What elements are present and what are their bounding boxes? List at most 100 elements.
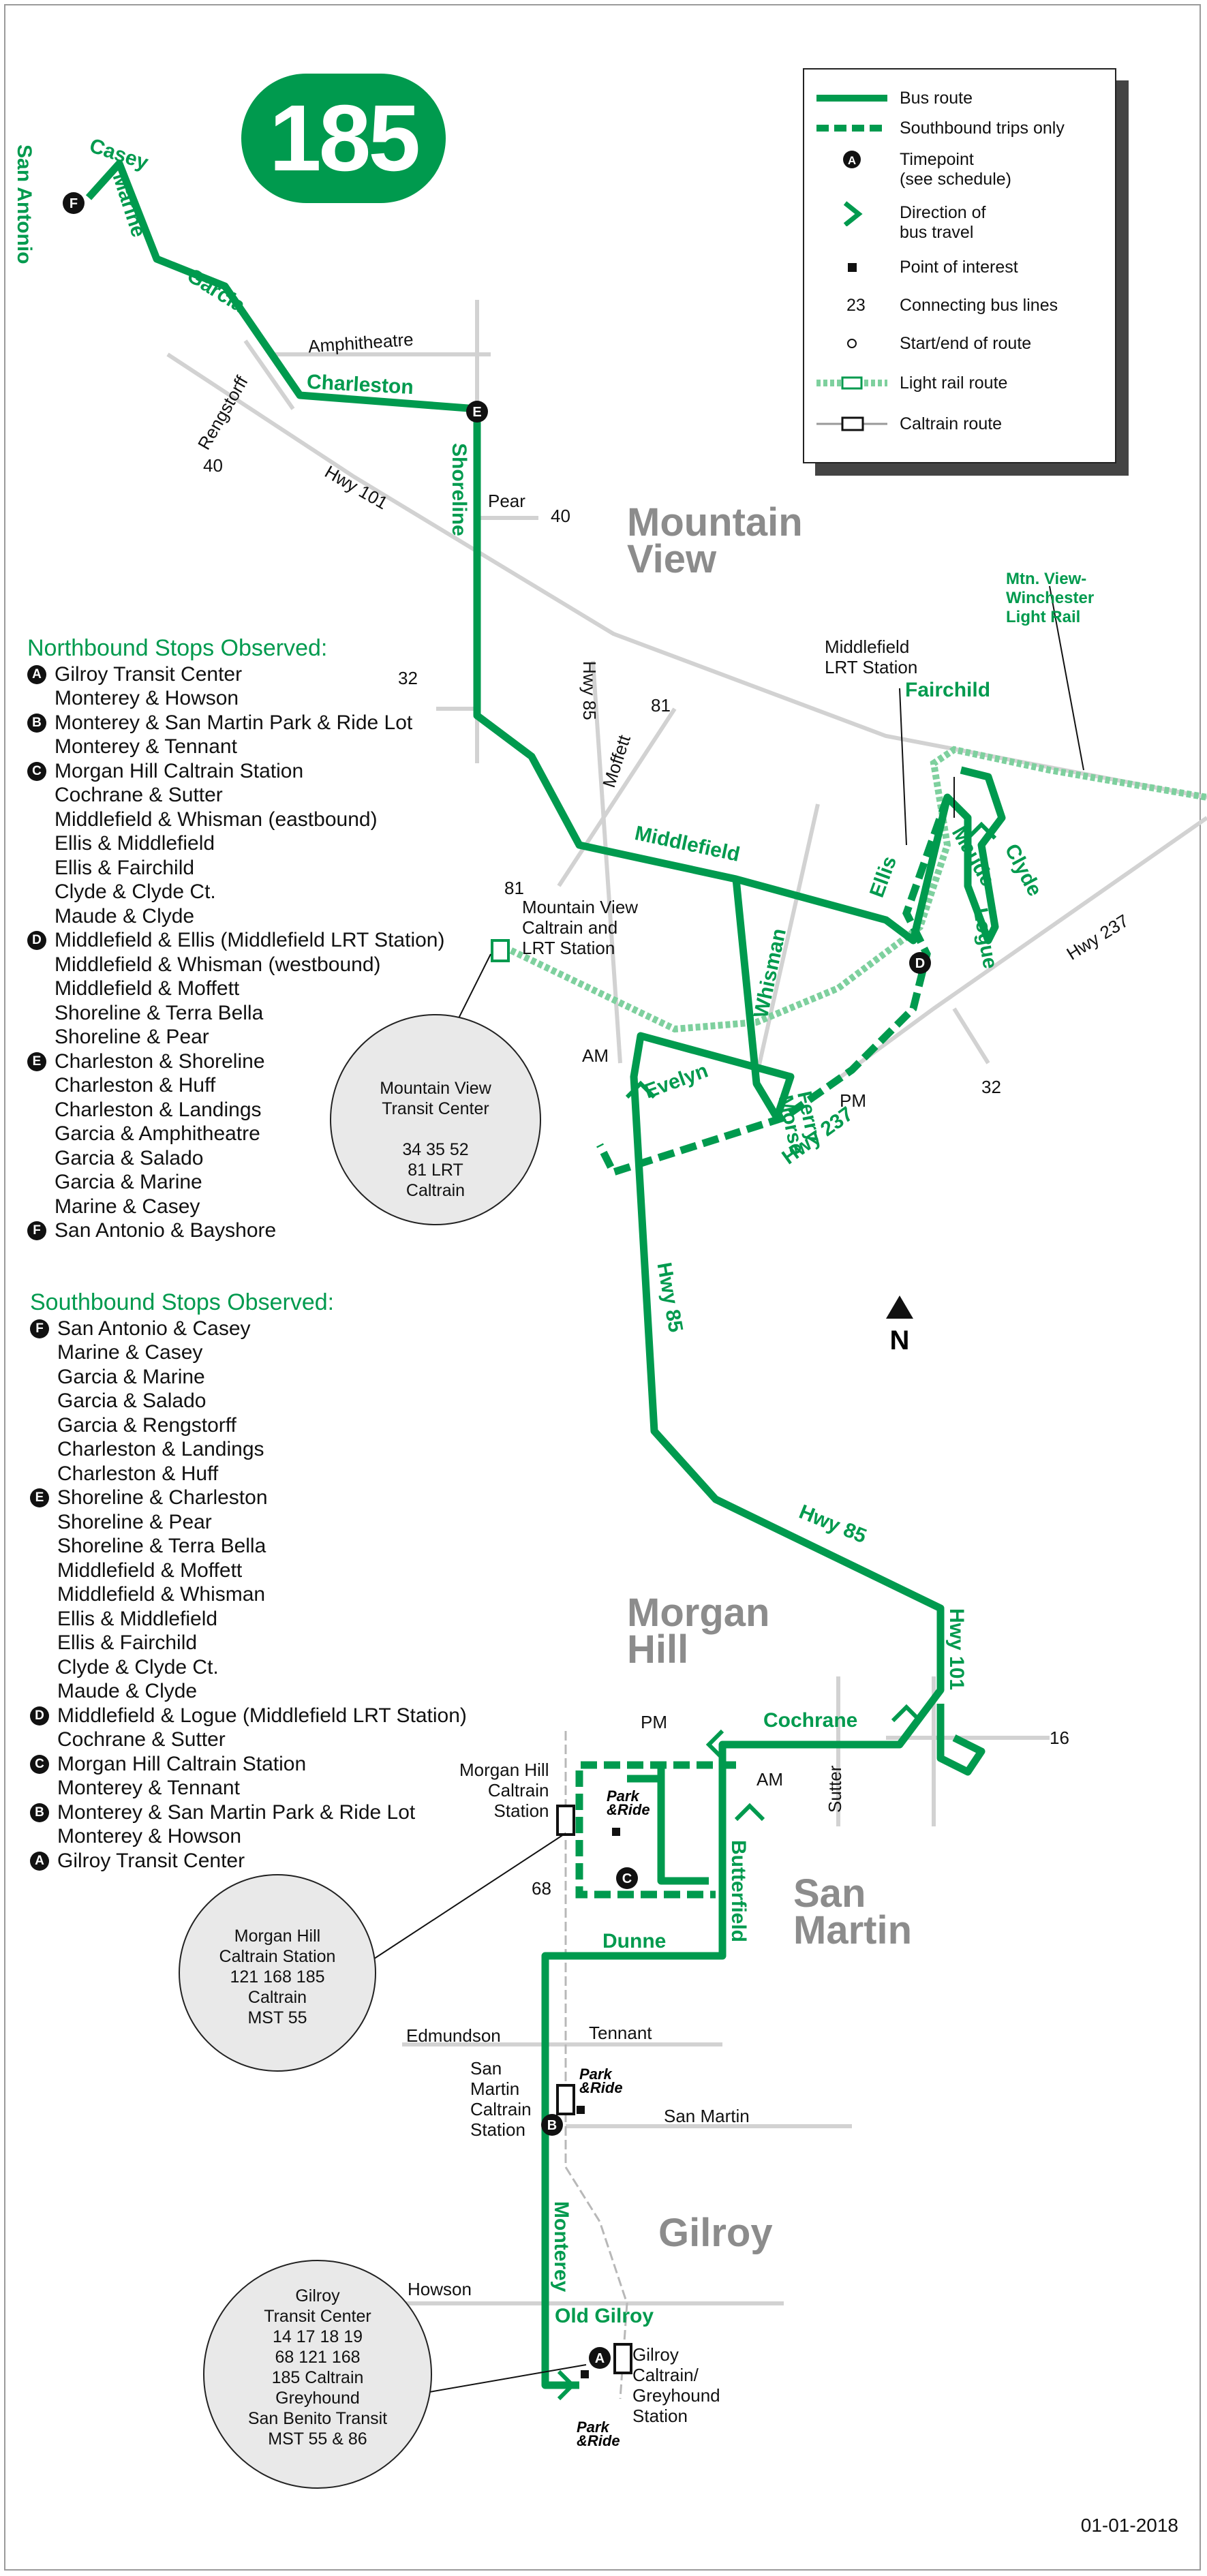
legend-label: Start/end of route <box>900 334 1032 353</box>
stop-name: Middlefield & Logue (Middlefield LRT Sta… <box>57 1704 467 1727</box>
timepoint-a <box>589 2347 611 2369</box>
stop-row: Middlefield & Moffett <box>30 1559 467 1583</box>
label-am-2: AM <box>757 1769 783 1790</box>
stop-row: C Morgan Hill Caltrain Station <box>30 1752 467 1777</box>
stop-row: Marine & Casey <box>27 1195 444 1219</box>
label-gilroy-caltrain: Gilroy Caltrain/ Greyhound Station <box>632 2344 720 2426</box>
stop-row: Middlefield & Moffett <box>27 977 444 1001</box>
stop-row: Ellis & Fairchild <box>27 856 444 880</box>
stop-name: Middlefield & Whisman (eastbound) <box>55 808 378 831</box>
stop-name: Shoreline & Terra Bella <box>55 1001 264 1024</box>
start-end-icon <box>847 339 857 348</box>
label-16: 16 <box>1050 1728 1069 1748</box>
label-mv-caltrain: Mountain View Caltrain and LRT Station <box>522 897 639 958</box>
timepoint-icon: F <box>27 1221 46 1240</box>
street-shoreline: Shoreline <box>448 443 470 536</box>
direction-arrow-icon <box>843 201 863 226</box>
legend-connecting: 23 Connecting bus lines <box>804 292 1118 319</box>
southbound-swatch <box>816 125 887 132</box>
stop-name: Middlefield & Ellis (Middlefield LRT Sta… <box>55 929 445 951</box>
stop-row: Clyde & Clyde Ct. <box>27 880 444 904</box>
stop-row: E Charleston & Shoreline <box>27 1049 444 1074</box>
timepoint-d <box>909 952 931 974</box>
stop-name: Garcia & Salado <box>57 1390 207 1412</box>
hwy-85-road <box>591 660 622 1064</box>
hwy-101-road <box>166 352 1207 799</box>
legend-label: Timepoint (see schedule) <box>900 150 1011 189</box>
bus-route-swatch <box>816 95 887 102</box>
park-ride-2: Park&Ride <box>579 2066 623 2096</box>
stop-name: Maude & Clyde <box>55 904 195 927</box>
stop-name: Charleston & Landings <box>55 1098 262 1121</box>
southbound-title: Southbound Stops Observed: <box>30 1289 335 1315</box>
stop-name: Charleston & Shoreline <box>55 1049 265 1073</box>
timepoint-markers <box>63 192 931 2369</box>
legend-label: Caltrain route <box>900 414 1003 433</box>
stop-name: Clyde & Clyde Ct. <box>55 880 216 903</box>
park-ride-3: Park&Ride <box>577 2419 620 2449</box>
legend-bus-route: Bus route <box>804 85 1118 112</box>
timepoint-icon: A <box>30 1851 49 1871</box>
street-fairchild: Fairchild <box>905 679 991 701</box>
stop-name: Cochrane & Sutter <box>57 1728 226 1751</box>
label-32b: 32 <box>981 1077 1001 1097</box>
legend-label: Connecting bus lines <box>900 296 1058 315</box>
label-tennant: Tennant <box>589 2023 652 2043</box>
light-rail-line <box>502 746 1207 1033</box>
street-monterey: Monterey <box>550 2201 572 2293</box>
stop-row: Charleston & Huff <box>27 1073 444 1098</box>
legend-label: Point of interest <box>900 258 1018 277</box>
label-pm-1: PM <box>840 1090 866 1111</box>
stop-name: Garcia & Marine <box>55 1171 202 1193</box>
timepoint-icon: D <box>27 931 46 950</box>
stop-name: Monterey & Tennant <box>55 735 237 758</box>
stop-name: Morgan Hill Caltrain Station <box>57 1752 307 1775</box>
city-morgan-hill: Morgan Hill <box>627 1591 770 1672</box>
stop-row: Clyde & Clyde Ct. <box>30 1655 467 1680</box>
stop-name: Garcia & Amphitheatre <box>55 1122 260 1145</box>
timepoint-c <box>616 1867 638 1889</box>
legend-southbound: Southbound trips only <box>804 114 1118 142</box>
label-light-rail: Mtn. View- Winchester Light Rail <box>1006 570 1095 626</box>
svg-text:A: A <box>848 154 856 167</box>
stop-row: Ellis & Fairchild <box>30 1631 467 1655</box>
stop-row: Monterey & Howson <box>27 686 444 711</box>
northbound-title: Northbound Stops Observed: <box>27 635 328 661</box>
stop-name: Middlefield & Whisman <box>57 1583 266 1606</box>
stop-row: Garcia & Marine <box>30 1365 467 1390</box>
timepoint-icon: E <box>27 1052 46 1071</box>
tp-a-letter: A <box>595 2351 605 2366</box>
rengstorff-road <box>243 339 295 410</box>
tp-f-letter: F <box>70 196 78 211</box>
label-40a: 40 <box>203 455 223 476</box>
pointer-lines <box>367 585 1084 2393</box>
stop-row: Shoreline & Pear <box>27 1025 444 1049</box>
legend-start-end: Start/end of route <box>804 330 1118 357</box>
label-32a: 32 <box>398 668 418 688</box>
stop-name: Charleston & Landings <box>57 1438 264 1460</box>
stop-name: Cochrane & Sutter <box>55 784 223 806</box>
legend-direction: Direction of bus travel <box>804 199 1118 243</box>
stop-row: Monterey & Howson <box>30 1824 467 1849</box>
label-pm-2: PM <box>641 1712 667 1732</box>
tp-e-letter: E <box>472 405 481 420</box>
city-mountain-view: Mountain View <box>627 500 803 581</box>
poi-markers <box>577 1828 620 2378</box>
stop-row: Monterey & Tennant <box>27 735 444 759</box>
stop-name: Marine & Casey <box>57 1341 203 1364</box>
connecting-number: 23 <box>846 296 866 315</box>
stop-row: Charleston & Huff <box>30 1462 467 1486</box>
stop-row: Garcia & Amphitheatre <box>27 1122 444 1146</box>
timepoint-icon: A <box>843 151 861 168</box>
timepoint-letters: E D C B A F <box>70 196 925 2366</box>
mv-transit-center: Mountain View Transit Center 34 35 52 81… <box>330 1014 541 1225</box>
label-middlefield-lrt: Middlefield LRT Station <box>825 637 918 677</box>
gilroy-transit-center: Gilroy Transit Center 14 17 18 19 68 121… <box>203 2260 432 2489</box>
timepoint-icon: C <box>30 1754 49 1774</box>
street-cochrane: Cochrane <box>763 1709 858 1732</box>
